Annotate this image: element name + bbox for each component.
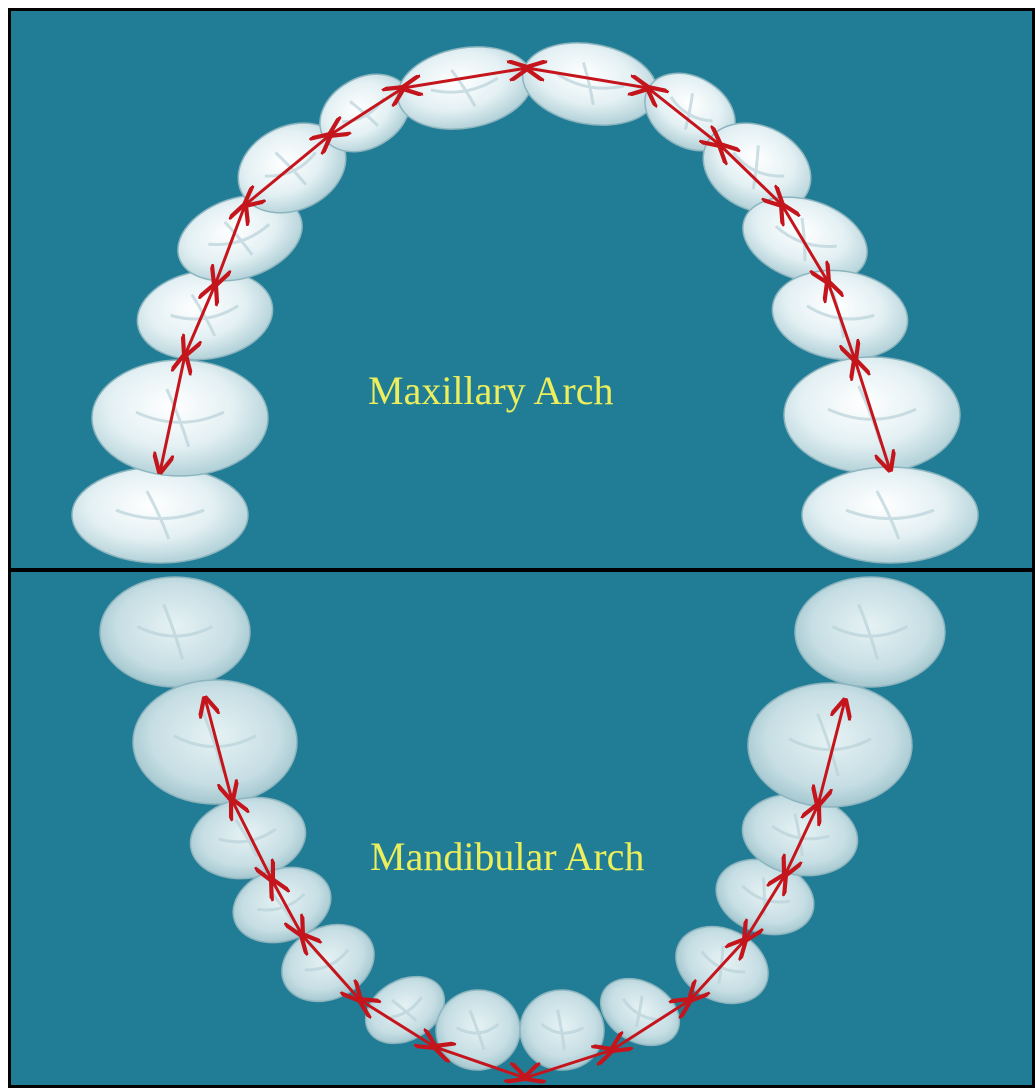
lower-molar-3-left [100, 577, 250, 687]
maxillary-arch-label: Maxillary Arch [368, 367, 614, 414]
upper-central-incisor-right [516, 33, 664, 135]
upper-central-incisor-left [391, 37, 539, 139]
lower-molar-3-right [795, 577, 945, 687]
lower-molar-2-right [748, 683, 912, 807]
lower-lateral-incisor-right [589, 965, 692, 1059]
upper-molar-3-right [802, 467, 978, 563]
upper-molar-3-left [72, 467, 248, 563]
mandibular-arch-label: Mandibular Arch [370, 833, 644, 880]
teeth-group [72, 33, 978, 1074]
lower-central-incisor-right [517, 986, 608, 1073]
lower-molar-2-left [133, 680, 297, 804]
